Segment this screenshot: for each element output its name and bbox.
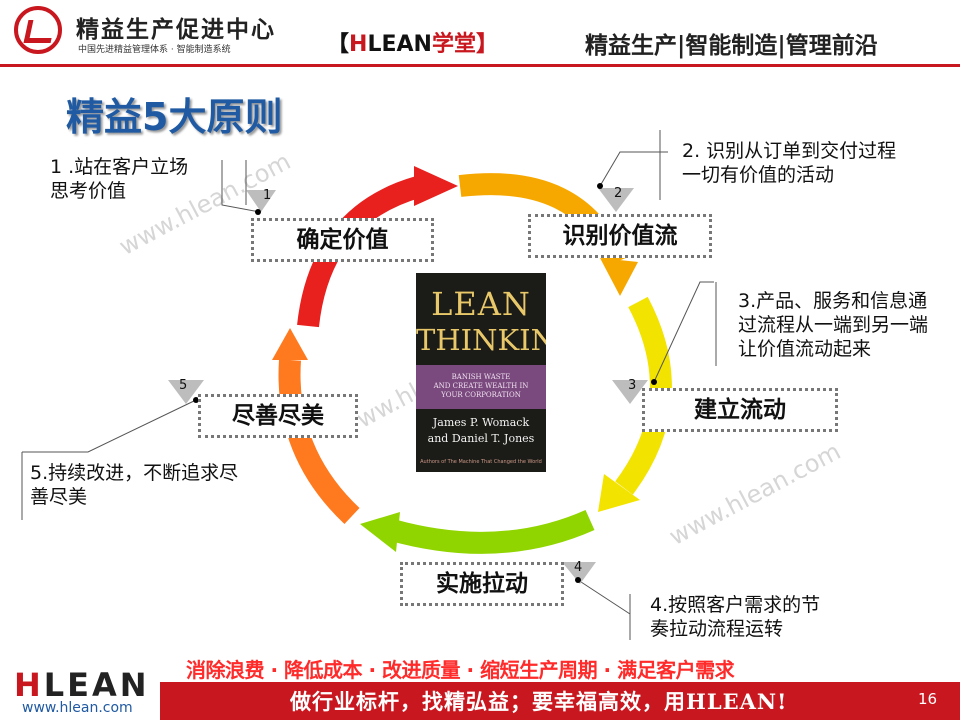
step-box-2: 识别价值流 bbox=[528, 214, 712, 258]
marker-5 bbox=[168, 380, 204, 404]
step-note-1: 1 .站在客户立场思考价值 bbox=[50, 156, 189, 202]
cycle-arc-orange-left bbox=[278, 359, 360, 525]
marker-4 bbox=[562, 562, 596, 584]
callout-line-3 bbox=[653, 281, 714, 383]
footer-logo: HLEAN bbox=[14, 666, 150, 704]
cycle-arrow-red bbox=[414, 166, 458, 206]
header: 精益生产促进中心 中国先进精益管理体系 · 智能制造系统 【HLEAN学堂】 精… bbox=[0, 0, 960, 67]
marker-1 bbox=[246, 190, 276, 212]
step-number-4: 4 bbox=[574, 560, 583, 575]
step-note-4: 4.按照客户需求的节奏拉动流程运转 bbox=[650, 594, 821, 640]
cycle-arrow-green bbox=[360, 512, 400, 552]
logo-title: 精益生产促进中心 bbox=[76, 16, 276, 43]
logo-subtitle: 中国先进精益管理体系 · 智能制造系统 bbox=[78, 45, 231, 55]
step-note-3: 3.产品、服务和信息通过流程从一端到另一端让价值流动起来 bbox=[738, 290, 929, 360]
step-number-5: 5 bbox=[179, 378, 188, 393]
book-title-line2: THINKING bbox=[416, 323, 546, 357]
cycle-arrow-orange-left bbox=[272, 328, 308, 360]
step-number-1: 1 bbox=[263, 188, 272, 203]
page-number: 16 bbox=[918, 690, 938, 708]
step-box-5: 尽善尽美 bbox=[198, 394, 358, 438]
book-title-line1: LEAN bbox=[431, 285, 531, 323]
header-divider bbox=[0, 64, 960, 67]
footer-motto: 做行业标杆，找精弘益；要幸福高效，用HLEAN! bbox=[290, 689, 788, 714]
page-title: 精益5大原则 bbox=[66, 95, 283, 139]
cycle-arc-green bbox=[389, 509, 595, 554]
step-box-1: 确定价值 bbox=[251, 218, 434, 262]
step-box-4: 实施拉动 bbox=[400, 562, 564, 606]
book-footnote: Authors of The Machine That Changed the … bbox=[420, 459, 542, 465]
step-note-5: 5.持续改进，不断追求尽善尽美 bbox=[30, 462, 239, 508]
marker-3 bbox=[612, 380, 648, 404]
brand-label: 【HLEAN学堂】 bbox=[327, 32, 498, 57]
step-note-2: 2. 识别从订单到交付过程一切有价值的活动 bbox=[682, 140, 897, 186]
footer-slogan: 消除浪费 · 降低成本 · 改进质量 · 缩短生产周期 · 满足客户需求 bbox=[186, 658, 735, 682]
callout-line-5 bbox=[22, 399, 197, 453]
logo-icon bbox=[14, 6, 62, 54]
footer-url[interactable]: www.hlean.com bbox=[22, 700, 133, 716]
step-number-3: 3 bbox=[628, 378, 637, 393]
callout-line-4 bbox=[577, 579, 631, 615]
marker-2 bbox=[598, 188, 634, 212]
callout-line-2 bbox=[599, 151, 668, 187]
footer-bar bbox=[160, 682, 960, 720]
callout-line-1 bbox=[221, 160, 261, 213]
cycle-arrow-yellow bbox=[598, 474, 640, 512]
step-number-2: 2 bbox=[614, 186, 623, 201]
step-box-3: 建立流动 bbox=[642, 388, 838, 432]
header-tagline: 精益生产|智能制造|管理前沿 bbox=[585, 32, 878, 59]
cycle-arrow-orange bbox=[600, 258, 638, 296]
